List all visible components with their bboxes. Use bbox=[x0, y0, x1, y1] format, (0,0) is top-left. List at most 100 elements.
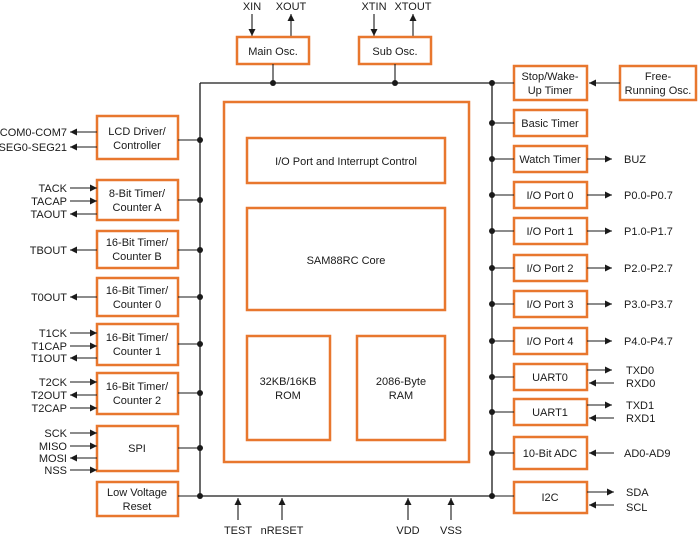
main-osc-label: Main Osc. bbox=[248, 46, 298, 58]
bus-junction bbox=[489, 493, 495, 499]
adc-block bbox=[512, 435, 589, 471]
main-osc-block bbox=[235, 35, 311, 66]
free-running-label: Free- bbox=[645, 71, 672, 83]
io-port-4-label: I/O Port 4 bbox=[526, 336, 573, 348]
io-interrupt-block bbox=[245, 136, 447, 185]
pin-t2out: T2OUT bbox=[31, 390, 67, 402]
pin-t2cap: T2CAP bbox=[32, 403, 67, 415]
xtout-label: XTOUT bbox=[394, 1, 431, 13]
i2c-label: I2C bbox=[541, 492, 558, 504]
timer-0-label: 16-Bit Timer/ bbox=[106, 285, 169, 297]
bus-junction bbox=[489, 228, 495, 234]
pin-nss: NSS bbox=[44, 465, 67, 477]
pin-rxd0: RXD0 bbox=[626, 378, 655, 390]
lvr-label: Low Voltage bbox=[107, 487, 167, 499]
pin-mosi: MOSI bbox=[39, 453, 67, 465]
timer-a-block bbox=[95, 178, 180, 222]
pin-miso: MISO bbox=[39, 441, 68, 453]
bus-junction bbox=[489, 156, 495, 162]
sub-osc-label: Sub Osc. bbox=[372, 46, 417, 58]
bus-junction bbox=[197, 247, 203, 253]
cpu-core-block bbox=[245, 206, 447, 312]
free-running-label: Running Osc. bbox=[625, 85, 692, 97]
bus-junction bbox=[197, 445, 203, 451]
timer-1-block bbox=[95, 322, 180, 367]
pin-p2: P2.0-P2.7 bbox=[624, 263, 673, 275]
timer-a-label: Counter A bbox=[113, 202, 163, 214]
timer-0-label: Counter 0 bbox=[113, 299, 161, 311]
bus-junction bbox=[197, 294, 203, 300]
spi-block bbox=[95, 424, 180, 473]
pin-txd1: TXD1 bbox=[626, 400, 654, 412]
bus-junction bbox=[489, 450, 495, 456]
bus-junction bbox=[489, 301, 495, 307]
lvr-label: Reset bbox=[123, 501, 152, 513]
pin-t1cap: T1CAP bbox=[32, 341, 67, 353]
pin-sck: SCK bbox=[44, 428, 67, 440]
pin-p4: P4.0-P4.7 bbox=[624, 336, 673, 348]
pin-t1out: T1OUT bbox=[31, 353, 67, 365]
pin-tbout: TBOUT bbox=[30, 245, 68, 257]
bus-junction bbox=[270, 80, 276, 86]
io-port-1-label: I/O Port 1 bbox=[526, 226, 573, 238]
nreset-label: nRESET bbox=[261, 525, 304, 537]
cpu-core-label: SAM88RC Core bbox=[307, 255, 386, 267]
pin-p1: P1.0-P1.7 bbox=[624, 226, 673, 238]
io-port-0-label: I/O Port 0 bbox=[526, 190, 573, 202]
bus-junction bbox=[489, 338, 495, 344]
stop-wakeup-label: Stop/Wake- bbox=[521, 71, 578, 83]
watch-timer-label: Watch Timer bbox=[519, 154, 581, 166]
xin-label: XIN bbox=[243, 1, 261, 13]
rom-label-line2: ROM bbox=[275, 390, 301, 402]
io-port-2-label: I/O Port 2 bbox=[526, 263, 573, 275]
timer-2-block bbox=[95, 371, 180, 416]
rom-block bbox=[245, 334, 332, 442]
ram-label-line2: RAM bbox=[389, 390, 413, 402]
timer-b-label: 16-Bit Timer/ bbox=[106, 237, 169, 249]
bus-junction bbox=[197, 390, 203, 396]
timer-b-block bbox=[95, 229, 180, 270]
timer-a-label: 8-Bit Timer/ bbox=[109, 188, 166, 200]
vdd-label: VDD bbox=[396, 525, 419, 537]
pin-tack: TACK bbox=[38, 183, 67, 195]
timer-b-label: Counter B bbox=[112, 251, 162, 263]
pin-tacap: TACAP bbox=[31, 196, 67, 208]
timer-1-label: Counter 1 bbox=[113, 346, 161, 358]
stop-wakeup-timer-block bbox=[512, 64, 589, 102]
lcd-driver-block bbox=[95, 114, 180, 161]
xout-label: XOUT bbox=[276, 1, 307, 13]
left-peripherals: LCD Driver/ Controller COM0-COM7 SEG0-SE… bbox=[0, 114, 203, 518]
top-clock-section: XIN XOUT XTIN XTOUT Main Osc. Sub Osc. bbox=[235, 1, 433, 83]
i2c-block bbox=[512, 480, 589, 515]
bus-junction bbox=[197, 493, 203, 499]
pin-p3: P3.0-P3.7 bbox=[624, 299, 673, 311]
pin-rxd1: RXD1 bbox=[626, 413, 655, 425]
core-section: I/O Port and Interrupt Control SAM88RC C… bbox=[222, 100, 471, 464]
vss-label: VSS bbox=[440, 525, 462, 537]
pin-t0out: T0OUT bbox=[31, 292, 67, 304]
io-port-3-label: I/O Port 3 bbox=[526, 299, 573, 311]
right-peripherals: Stop/Wake- Up Timer Free- Running Osc. B… bbox=[489, 64, 698, 515]
bus-junction bbox=[197, 137, 203, 143]
uart1-label: UART1 bbox=[532, 407, 568, 419]
pin-p0: P0.0-P0.7 bbox=[624, 190, 673, 202]
basic-timer-label: Basic Timer bbox=[521, 118, 579, 130]
bus-junction bbox=[489, 192, 495, 198]
pin-seg: SEG0-SEG21 bbox=[0, 142, 67, 154]
bus-junction bbox=[489, 374, 495, 380]
bottom-signals: TEST nRESET VDD VSS bbox=[224, 498, 462, 537]
bus-junction bbox=[197, 197, 203, 203]
pin-com: COM0-COM7 bbox=[0, 127, 67, 139]
uart0-label: UART0 bbox=[532, 372, 568, 384]
pin-t2ck: T2CK bbox=[39, 377, 68, 389]
spi-label: SPI bbox=[128, 443, 146, 455]
pin-scl: SCL bbox=[626, 502, 647, 514]
pin-sda: SDA bbox=[626, 487, 649, 499]
adc-label: 10-Bit ADC bbox=[523, 448, 577, 460]
lcd-driver-label: Controller bbox=[113, 140, 161, 152]
io-interrupt-label: I/O Port and Interrupt Control bbox=[275, 156, 417, 168]
pin-t1ck: T1CK bbox=[39, 328, 68, 340]
lvr-block bbox=[95, 480, 180, 518]
bus-junction bbox=[392, 80, 398, 86]
